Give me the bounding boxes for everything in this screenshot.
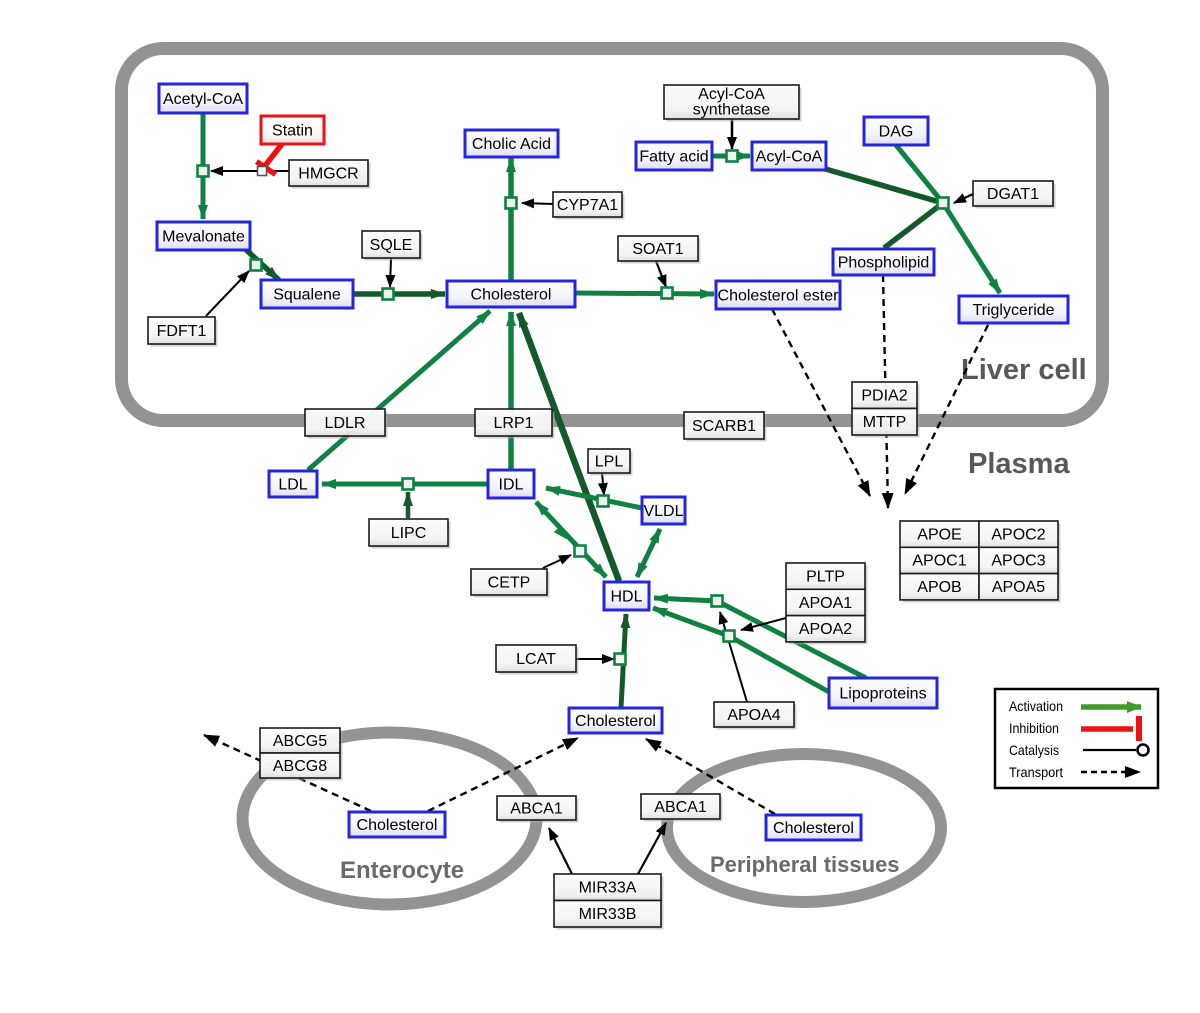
svg-text:FDFT1: FDFT1 [157, 323, 207, 340]
svg-text:APOA5: APOA5 [992, 579, 1045, 596]
svg-text:ABCA1: ABCA1 [654, 799, 707, 816]
svg-text:Phospholipid: Phospholipid [838, 254, 930, 271]
svg-text:Peripheral tissues: Peripheral tissues [710, 852, 900, 877]
svg-text:Enterocyte: Enterocyte [340, 857, 464, 884]
svg-text:Activation: Activation [1009, 698, 1063, 714]
svg-text:Inhibition: Inhibition [1009, 720, 1059, 736]
svg-text:APOC3: APOC3 [991, 553, 1045, 570]
svg-text:synthetase: synthetase [693, 102, 770, 119]
svg-text:APOA2: APOA2 [799, 621, 852, 638]
svg-text:LCAT: LCAT [516, 651, 556, 668]
svg-text:APOA4: APOA4 [727, 707, 780, 724]
svg-text:Statin: Statin [272, 122, 313, 139]
svg-text:Fatty acid: Fatty acid [639, 148, 708, 165]
svg-text:Plasma: Plasma [968, 448, 1070, 480]
svg-text:Squalene: Squalene [273, 286, 341, 303]
svg-text:DGAT1: DGAT1 [987, 186, 1039, 203]
svg-text:LDLR: LDLR [325, 415, 366, 432]
svg-text:SQLE: SQLE [370, 237, 413, 254]
svg-text:MIR33A: MIR33A [579, 880, 637, 897]
svg-text:Cholic Acid: Cholic Acid [472, 136, 551, 153]
svg-text:PLTP: PLTP [806, 568, 845, 585]
svg-text:HDL: HDL [610, 588, 642, 605]
svg-text:Cholesterol: Cholesterol [357, 817, 438, 834]
svg-text:APOC1: APOC1 [912, 553, 966, 570]
svg-text:APOB: APOB [917, 579, 961, 596]
svg-text:LDL: LDL [278, 476, 307, 493]
svg-text:Catalysis: Catalysis [1009, 742, 1059, 758]
svg-text:CYP7A1: CYP7A1 [557, 197, 618, 214]
svg-text:Lipoproteins: Lipoproteins [839, 685, 926, 702]
svg-text:PDIA2: PDIA2 [861, 388, 907, 405]
svg-text:APOE: APOE [917, 526, 961, 543]
svg-text:LPL: LPL [595, 453, 624, 470]
svg-text:MTTP: MTTP [863, 414, 907, 431]
svg-text:APOC2: APOC2 [991, 526, 1045, 543]
svg-text:Liver cell: Liver cell [961, 354, 1087, 386]
svg-text:Mevalonate: Mevalonate [162, 228, 245, 245]
svg-text:APOA1: APOA1 [799, 595, 852, 612]
svg-text:HMGCR: HMGCR [298, 165, 358, 182]
svg-text:SCARB1: SCARB1 [692, 418, 756, 435]
svg-text:DAG: DAG [879, 123, 914, 140]
svg-text:ABCG5: ABCG5 [273, 733, 327, 750]
svg-text:Cholesterol: Cholesterol [471, 286, 552, 303]
svg-text:ABCA1: ABCA1 [510, 800, 563, 817]
svg-text:Cholesterol ester: Cholesterol ester [718, 287, 840, 304]
svg-text:ABCG8: ABCG8 [273, 758, 327, 775]
svg-text:Acetyl-CoA: Acetyl-CoA [163, 91, 243, 108]
svg-text:IDL: IDL [499, 476, 524, 493]
svg-text:VLDL: VLDL [643, 503, 683, 520]
svg-text:LIPC: LIPC [391, 525, 427, 542]
svg-text:Triglyceride: Triglyceride [972, 302, 1054, 319]
svg-text:Cholesterol: Cholesterol [773, 820, 854, 837]
svg-text:Acyl-CoA: Acyl-CoA [756, 148, 823, 165]
svg-text:Acyl-CoA: Acyl-CoA [698, 86, 765, 103]
svg-text:Transport: Transport [1009, 764, 1063, 780]
svg-text:SOAT1: SOAT1 [632, 241, 683, 258]
svg-text:CETP: CETP [488, 574, 531, 591]
svg-text:MIR33B: MIR33B [579, 906, 637, 923]
svg-text:LRP1: LRP1 [493, 415, 533, 432]
svg-text:Cholesterol: Cholesterol [575, 713, 656, 730]
